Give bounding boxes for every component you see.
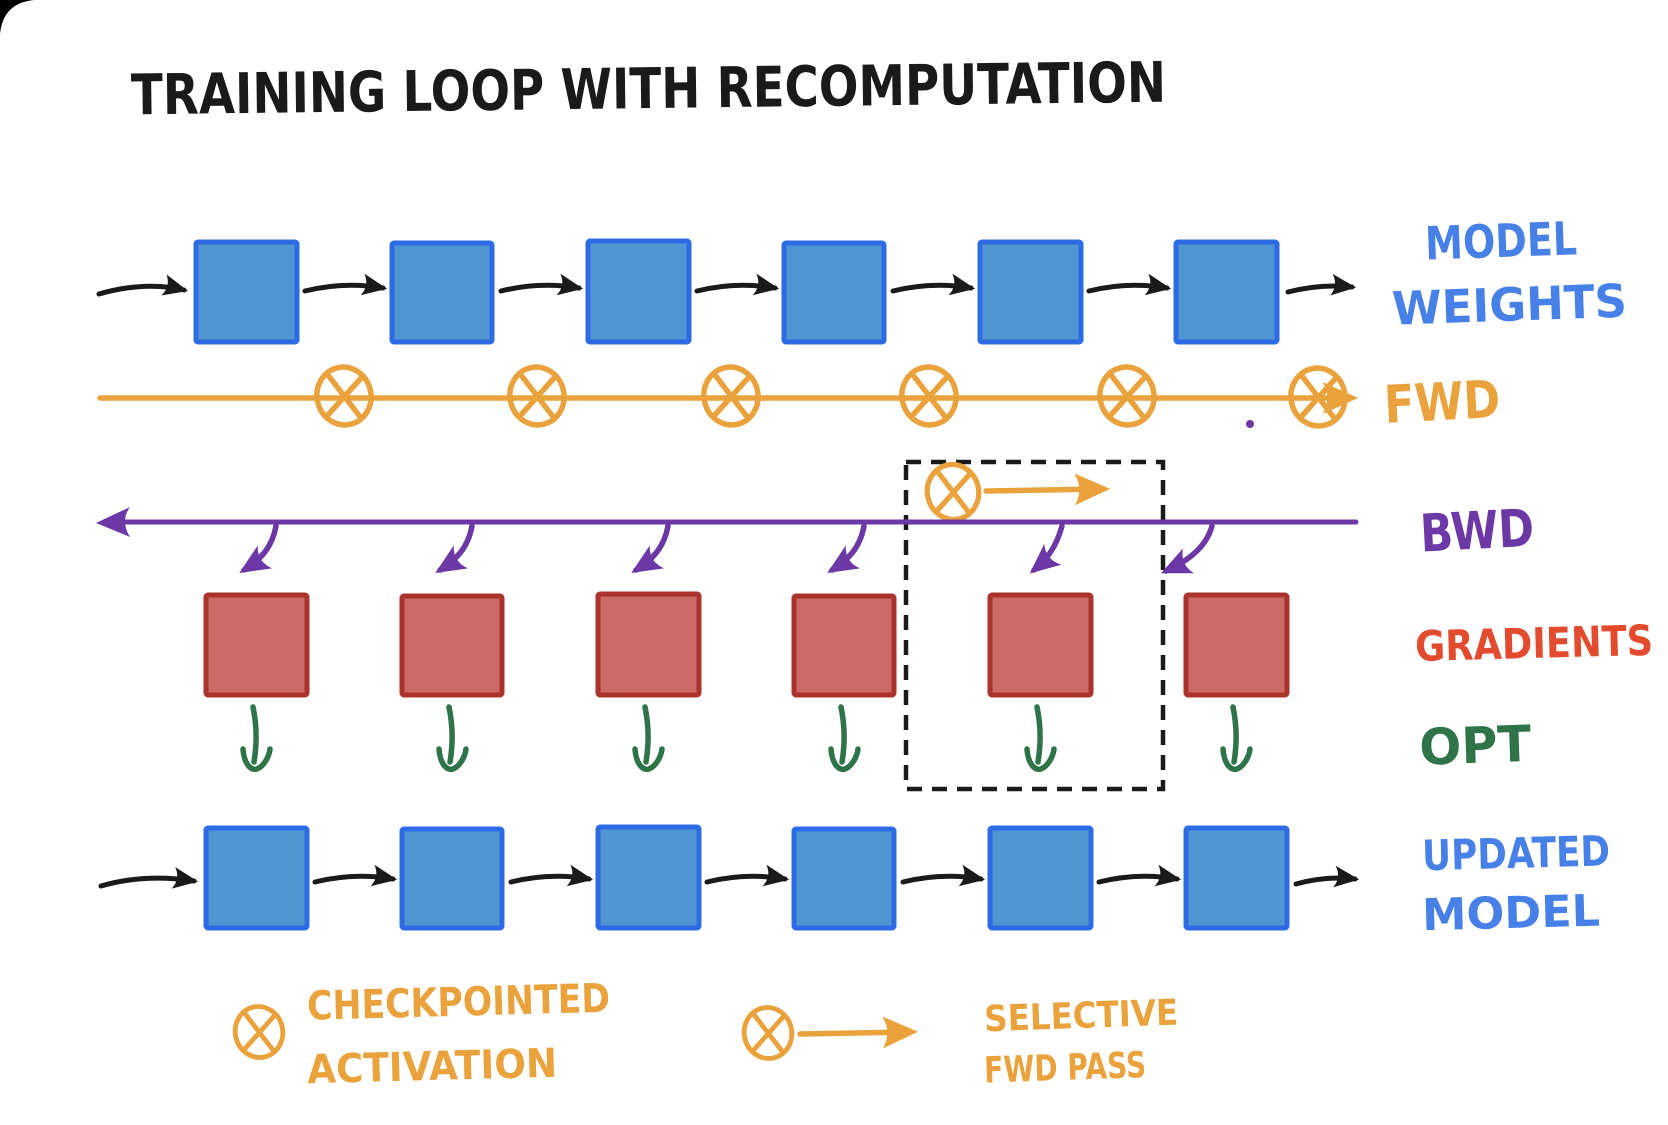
weight-flow-arrow: [1086, 273, 1172, 296]
weight-flow-arrow: [1285, 273, 1357, 296]
gradient-block: [399, 593, 505, 698]
gradient-drop-arrow: [435, 523, 475, 573]
gradient-drop-arrow: [1029, 523, 1065, 574]
opt-step-arrows: [240, 704, 1253, 773]
gradient-drop-arrow: [827, 523, 867, 573]
label-gradients: GRADIENTS: [1414, 616, 1653, 671]
gradient-block: [987, 592, 1094, 698]
bwd-row: [96, 420, 1359, 537]
bwd-arrowhead: [96, 507, 130, 537]
legend-checkpointed-line2: ACTIVATION: [307, 1041, 558, 1094]
page-title: TRAINING LOOP WITH RECOMPUTATION: [131, 51, 1167, 129]
opt-step-arrow: [632, 704, 665, 773]
updated-model-block: [203, 825, 310, 931]
model-weight-block: [389, 240, 495, 345]
weight-flow-arrow: [900, 864, 986, 887]
model-weight-block: [1173, 239, 1280, 345]
opt-step-arrow: [1024, 704, 1057, 773]
window-corner-artifact: [0, 0, 34, 34]
gradient-drop-arrow: [239, 523, 279, 573]
updated-model-flow-arrows: [98, 864, 1360, 889]
recompute-region-box: [903, 459, 1166, 792]
selective-fwd-group: [922, 460, 1111, 525]
gradient-drop-arrow: [1160, 523, 1215, 574]
model-weight-block: [193, 239, 300, 345]
gradient-drop-arrow: [631, 523, 671, 573]
stray-dot: [1246, 420, 1254, 428]
weight-flow-arrow: [694, 273, 780, 296]
opt-step-arrow: [240, 704, 273, 773]
gradient-drop-arrows: [239, 523, 1215, 574]
fwd-pass-row: [97, 362, 1359, 431]
label-model-weights-line2: WEIGHTS: [1391, 274, 1628, 336]
model-weight-block: [585, 238, 692, 345]
label-updated-model-line1: UPDATED: [1421, 826, 1610, 880]
model-weight-block: [781, 240, 887, 345]
checkpointed-activation-icon: [739, 1003, 796, 1063]
legend-selective-arrow: [797, 1016, 919, 1049]
label-opt: OPT: [1418, 715, 1532, 777]
model-weights-flow-arrows: [96, 273, 1357, 297]
weight-flow-arrow: [302, 273, 388, 296]
opt-step-arrow: [436, 704, 469, 773]
opt-step-arrow: [1220, 704, 1253, 773]
weight-flow-arrow: [704, 864, 790, 887]
label-updated-model-line2: MODEL: [1421, 886, 1600, 942]
row-labels: MODEL WEIGHTS FWD BWD GRADIENTS OPT UPDA…: [1383, 211, 1654, 941]
label-model-weights-line1: MODEL: [1424, 211, 1578, 270]
checkpointed-activation-icon: [922, 460, 984, 525]
gradients-row: [203, 591, 1290, 698]
model-weight-block: [977, 239, 1084, 345]
gradient-block: [203, 592, 310, 698]
weight-flow-arrow: [96, 274, 189, 297]
selective-fwd-arrow: [983, 473, 1111, 506]
updated-model-block: [791, 826, 897, 931]
gradient-block: [1183, 592, 1290, 698]
weight-flow-arrow: [1096, 864, 1182, 887]
legend: CHECKPOINTED ACTIVATION SELECTIVE FWD PA…: [230, 976, 1179, 1094]
legend-selective-line2: FWD PASS: [984, 1045, 1147, 1092]
updated-model-block: [399, 826, 505, 931]
updated-model-row: [203, 824, 1290, 931]
model-weights-row: [193, 238, 1280, 345]
weight-flow-arrow: [1293, 865, 1360, 888]
opt-step-arrow: [828, 704, 861, 773]
weight-flow-arrow: [890, 273, 976, 296]
legend-selective-line1: SELECTIVE: [984, 993, 1179, 1041]
updated-model-block: [987, 825, 1094, 931]
label-bwd: BWD: [1419, 499, 1536, 565]
updated-model-block: [595, 824, 702, 931]
weight-flow-arrow: [312, 864, 398, 887]
gradient-block: [595, 591, 702, 698]
label-fwd: FWD: [1383, 370, 1502, 436]
weight-flow-arrow: [98, 867, 199, 889]
legend-checkpointed-line1: CHECKPOINTED: [307, 976, 611, 1030]
checkpointed-activation-icon: [230, 1002, 287, 1062]
updated-model-block: [1183, 825, 1290, 931]
weight-flow-arrow: [498, 273, 584, 296]
gradient-block: [791, 593, 897, 698]
weight-flow-arrow: [508, 864, 594, 887]
